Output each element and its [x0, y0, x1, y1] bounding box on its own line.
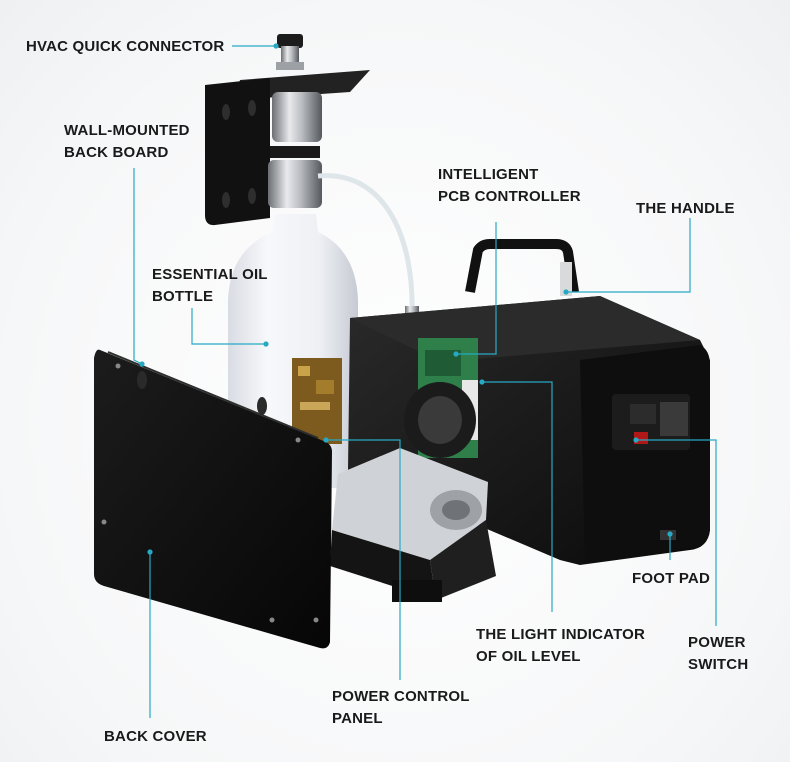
leader-oil-bottle [191, 308, 266, 345]
label-power-switch: POWER SWITCH [688, 632, 748, 676]
label-pcb-controller-line1: INTELLIGENT [438, 166, 539, 183]
label-foot-pad: FOOT PAD [632, 568, 710, 590]
wall-board-part [205, 70, 370, 226]
label-power-panel-line2: PANEL [332, 710, 383, 727]
label-light-indicator-line1: THE LIGHT INDICATOR [476, 626, 646, 643]
label-hvac-connector-line1: HVAC QUICK CONNECTOR [26, 38, 225, 55]
label-pcb-controller: INTELLIGENT PCB CONTROLLER [438, 164, 581, 208]
label-power-panel: POWER CONTROL PANEL [332, 686, 470, 730]
oil-tube [317, 173, 415, 319]
label-power-switch-line2: SWITCH [688, 656, 749, 673]
label-wall-board-line1: WALL-MOUNTED [64, 122, 190, 139]
hvac-connector-part [276, 34, 304, 70]
label-oil-bottle: ESSENTIAL OIL BOTTLE [152, 264, 268, 308]
label-pcb-controller-line2: PCB CONTROLLER [438, 188, 581, 205]
label-foot-pad-line1: FOOT PAD [632, 570, 710, 587]
leader-handle [566, 218, 691, 293]
label-wall-board: WALL-MOUNTED BACK BOARD [64, 120, 190, 164]
leader-wall-board [133, 168, 143, 365]
label-back-cover-line1: BACK COVER [104, 728, 207, 745]
leader-lines [133, 43, 717, 718]
leader-light-indicator [482, 381, 553, 612]
label-oil-bottle-line1: ESSENTIAL OIL [152, 266, 268, 283]
power-panel-part [330, 448, 496, 602]
label-power-switch-line1: POWER [688, 634, 746, 651]
label-power-panel-line1: POWER CONTROL [332, 688, 470, 705]
label-wall-board-line2: BACK BOARD [64, 144, 169, 161]
label-handle-line1: THE HANDLE [636, 200, 735, 217]
leader-pcb [456, 222, 497, 355]
label-light-indicator-line2: OF OIL LEVEL [476, 648, 581, 665]
leader-power-panel [326, 439, 401, 680]
leader-power-switch [636, 439, 717, 626]
label-back-cover: BACK COVER [104, 726, 207, 748]
label-light-indicator: THE LIGHT INDICATOR OF OIL LEVEL [476, 624, 645, 668]
label-handle: THE HANDLE [636, 198, 735, 220]
label-oil-bottle-line2: BOTTLE [152, 288, 214, 305]
label-hvac-connector: HVAC QUICK CONNECTOR [26, 36, 224, 58]
